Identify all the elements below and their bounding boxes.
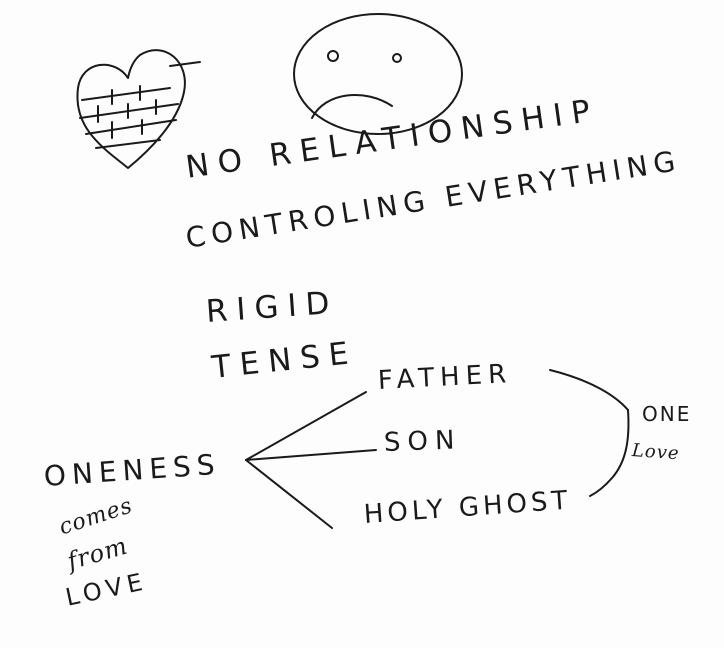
branch-connectors xyxy=(245,391,377,529)
join-bracket xyxy=(549,369,630,497)
sad-face-icon xyxy=(293,13,463,135)
join-label-one: ONE xyxy=(642,402,692,426)
join-label-love: Love xyxy=(631,440,681,465)
branch-son: SON xyxy=(383,425,462,458)
walled-heart-icon xyxy=(76,49,201,169)
